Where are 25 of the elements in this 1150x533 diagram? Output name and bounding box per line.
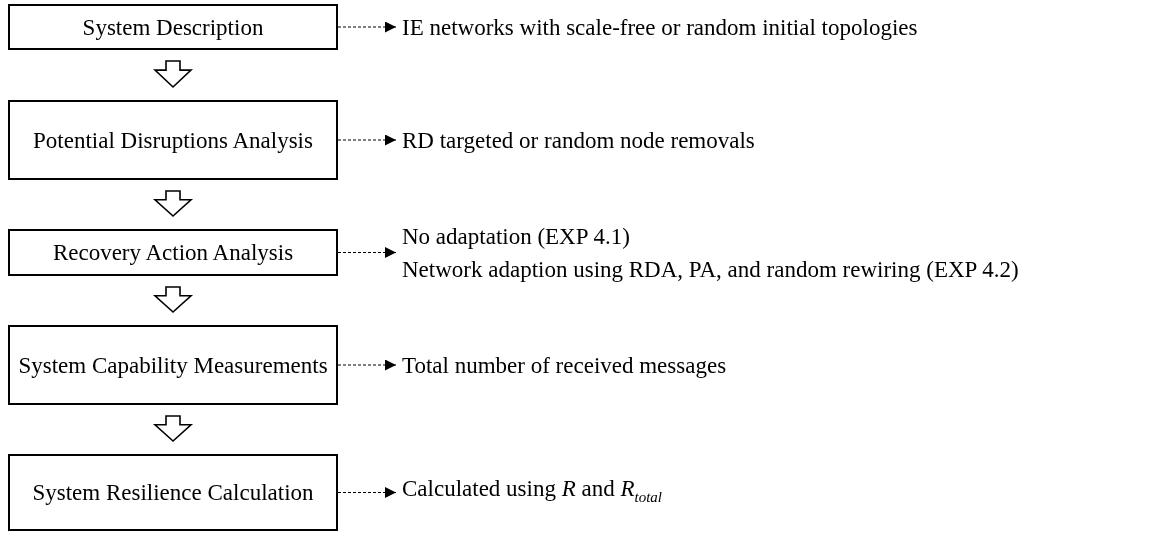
process-box: [8, 325, 338, 405]
dashed-arrow: [337, 134, 397, 146]
block-arrow: [152, 190, 194, 218]
description-text: Total number of received messages: [402, 351, 727, 380]
box-label: Potential Disruptions Analysis: [32, 126, 314, 154]
process-box: [8, 229, 338, 276]
process-box: [8, 100, 338, 180]
dashed-arrow: [337, 359, 397, 371]
block-arrow: [152, 415, 194, 443]
description-text: No adaptation (EXP 4.1): [402, 222, 631, 251]
dashed-arrow: [337, 487, 397, 498]
description-text: Calculated using R and R$_{total}$: [402, 474, 663, 507]
process-box: [8, 454, 338, 531]
box-label: System Description: [81, 13, 265, 41]
description-text: RD targeted or random node removals: [402, 126, 755, 155]
dashed-arrow: [337, 21, 397, 33]
block-arrow: [152, 60, 194, 89]
dashed-arrow: [337, 247, 397, 258]
description-text: IE networks with scale-free or random initial topologies: [402, 13, 918, 42]
block-arrow: [152, 286, 194, 314]
box-label: System Resilience Calculation: [31, 479, 315, 506]
description-text: Network adaption using RDA, PA, and random rewiring (EXP 4.2): [402, 255, 1019, 284]
process-box: [8, 4, 338, 50]
box-label: System Capability Measurements: [17, 351, 329, 379]
box-label: Recovery Action Analysis: [51, 239, 295, 266]
